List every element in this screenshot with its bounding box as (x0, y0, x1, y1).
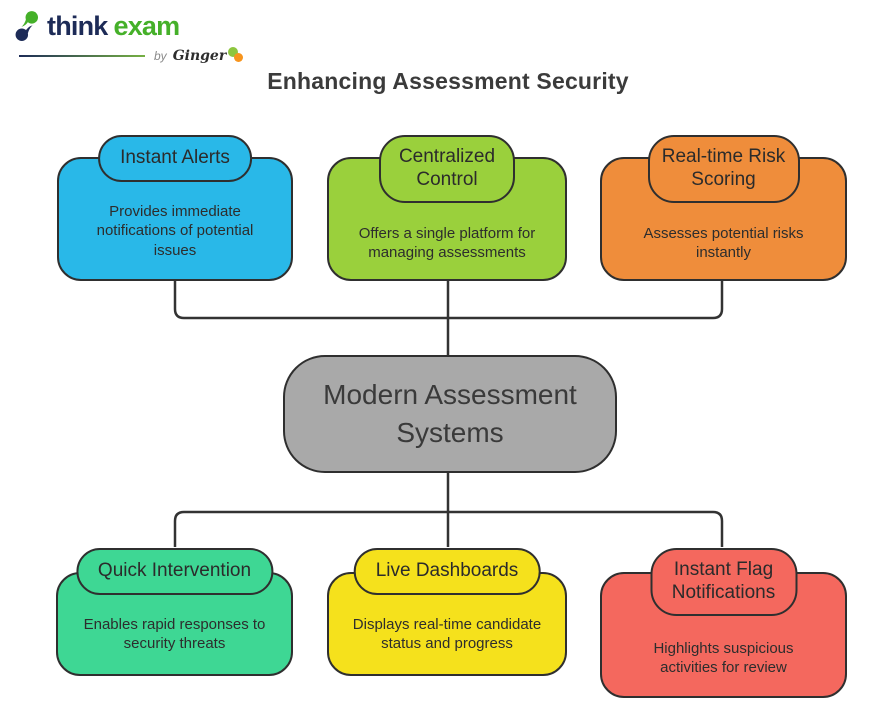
connector-bottom-branch (173, 510, 724, 547)
center-node-label: Modern Assessment Systems (323, 379, 577, 448)
ginger-green-dot-icon (228, 47, 239, 57)
node-description-instant-flag-notifications: Highlights suspicious activities for rev… (653, 639, 794, 676)
node-label-quick-intervention: Quick Intervention (75, 548, 274, 595)
node-description-quick-intervention: Enables rapid responses to security thre… (83, 615, 266, 652)
brand-think-text: think (47, 11, 108, 41)
brand-exam-text: exam (113, 11, 181, 41)
node-instant-alerts: Instant Alerts Provides immediate notifi… (57, 135, 293, 281)
node-live-dashboards: Live Dashboards Displays real-time candi… (327, 548, 567, 676)
byline-by-text: by (154, 49, 167, 63)
node-description-real-time-risk-scoring: Assesses potential risks instantly (643, 224, 804, 261)
think-exam-logo-icon (15, 11, 39, 41)
node-quick-intervention: Quick Intervention Enables rapid respons… (56, 548, 293, 676)
node-label-instant-flag-notifications: Instant Flag Notifications (650, 548, 797, 616)
node-description-instant-alerts: Provides immediate notifications of pote… (96, 203, 254, 259)
byline-divider-line (19, 55, 145, 57)
node-label-live-dashboards: Live Dashboards (353, 548, 541, 595)
byline-ginger-text: Ginger (173, 47, 244, 64)
node-real-time-risk-scoring: Real-time Risk Scoring Assesses potentia… (600, 135, 847, 281)
node-label-instant-alerts: Instant Alerts (98, 135, 252, 182)
node-centralized-control: Centralized Control Offers a single plat… (327, 135, 567, 281)
node-instant-flag-notifications: Instant Flag Notifications Highlights su… (600, 548, 847, 698)
ginger-orange-dot-icon (234, 53, 244, 62)
logo-byline: by Ginger (19, 47, 244, 64)
node-label-real-time-risk-scoring: Real-time Risk Scoring (647, 135, 800, 203)
node-label-centralized-control: Centralized Control (379, 135, 515, 203)
page-title: Enhancing Assessment Security (267, 68, 629, 94)
node-description-centralized-control: Offers a single platform for managing as… (358, 224, 536, 261)
node-description-live-dashboards: Displays real-time candidate status and … (352, 615, 542, 652)
node-modern-assessment-systems: Modern Assessment Systems (283, 355, 617, 473)
